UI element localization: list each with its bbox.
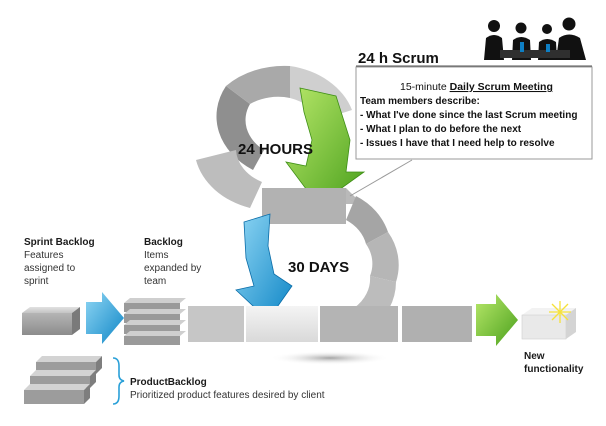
daily-cycle-segment xyxy=(216,86,264,170)
daily-cycle-segment xyxy=(226,65,290,104)
sprint-cycle-label: 30 DAYS xyxy=(288,259,349,276)
flow-block xyxy=(246,306,318,342)
backlog-line: expanded by xyxy=(144,263,201,274)
backlog-line: team xyxy=(144,276,166,287)
sparkle-icon xyxy=(549,301,571,323)
daily-scrum-link[interactable]: Daily Scrum Meeting xyxy=(450,81,553,93)
meeting-people-icon xyxy=(484,17,586,60)
scrum-box-item: - What I plan to do before the next xyxy=(360,124,522,135)
backlog-title: Backlog xyxy=(144,237,183,248)
new-functionality-line: functionality xyxy=(524,364,584,375)
sprint-cycle-segment xyxy=(366,232,399,282)
product-backlog-title: ProductBacklog xyxy=(130,377,207,388)
sprint-backlog-line: assigned to xyxy=(24,263,76,274)
sprint-backlog-line: Features xyxy=(24,250,63,261)
sprint-backlog-block xyxy=(22,307,80,335)
flow-block xyxy=(402,306,472,342)
sprint-backlog-line: sprint xyxy=(24,276,49,287)
scrum-box-line1: 15-minute Daily Scrum Meeting xyxy=(400,81,553,93)
backlog-line: Items xyxy=(144,250,168,261)
connector-block xyxy=(262,188,362,224)
blue-cycle-arrow xyxy=(235,213,293,321)
product-backlog-bracket xyxy=(112,357,125,405)
backlog-items-stack xyxy=(124,298,186,345)
scrum-meeting-box xyxy=(355,65,593,160)
green-flow-arrow xyxy=(476,294,518,346)
daily-cycle-label: 24 HOURS xyxy=(238,141,313,158)
flow-block xyxy=(188,306,244,342)
daily-cycle-segment xyxy=(196,150,262,208)
blue-flow-arrow xyxy=(86,292,124,344)
daily-cycle-loop xyxy=(196,65,366,208)
product-backlog-desc: Prioritized product features desired by … xyxy=(130,390,325,401)
sprint-cycle-segment xyxy=(346,196,388,244)
new-functionality-line: New xyxy=(524,351,545,362)
scrum-box-item: - Issues I have that I need help to reso… xyxy=(360,138,555,149)
flow-row xyxy=(22,298,576,365)
scrum-box-title: 24 h Scrum xyxy=(358,50,439,67)
callout-line xyxy=(349,159,413,197)
flow-block xyxy=(320,306,398,342)
scrum-box-item: - What I've done since the last Scrum me… xyxy=(360,110,577,121)
product-backlog-stack xyxy=(24,356,102,404)
sprint-backlog-title: Sprint Backlog xyxy=(24,237,95,248)
scrum-box-line2: Team members describe: xyxy=(360,96,480,107)
sprint-cycle-loop xyxy=(235,196,399,330)
